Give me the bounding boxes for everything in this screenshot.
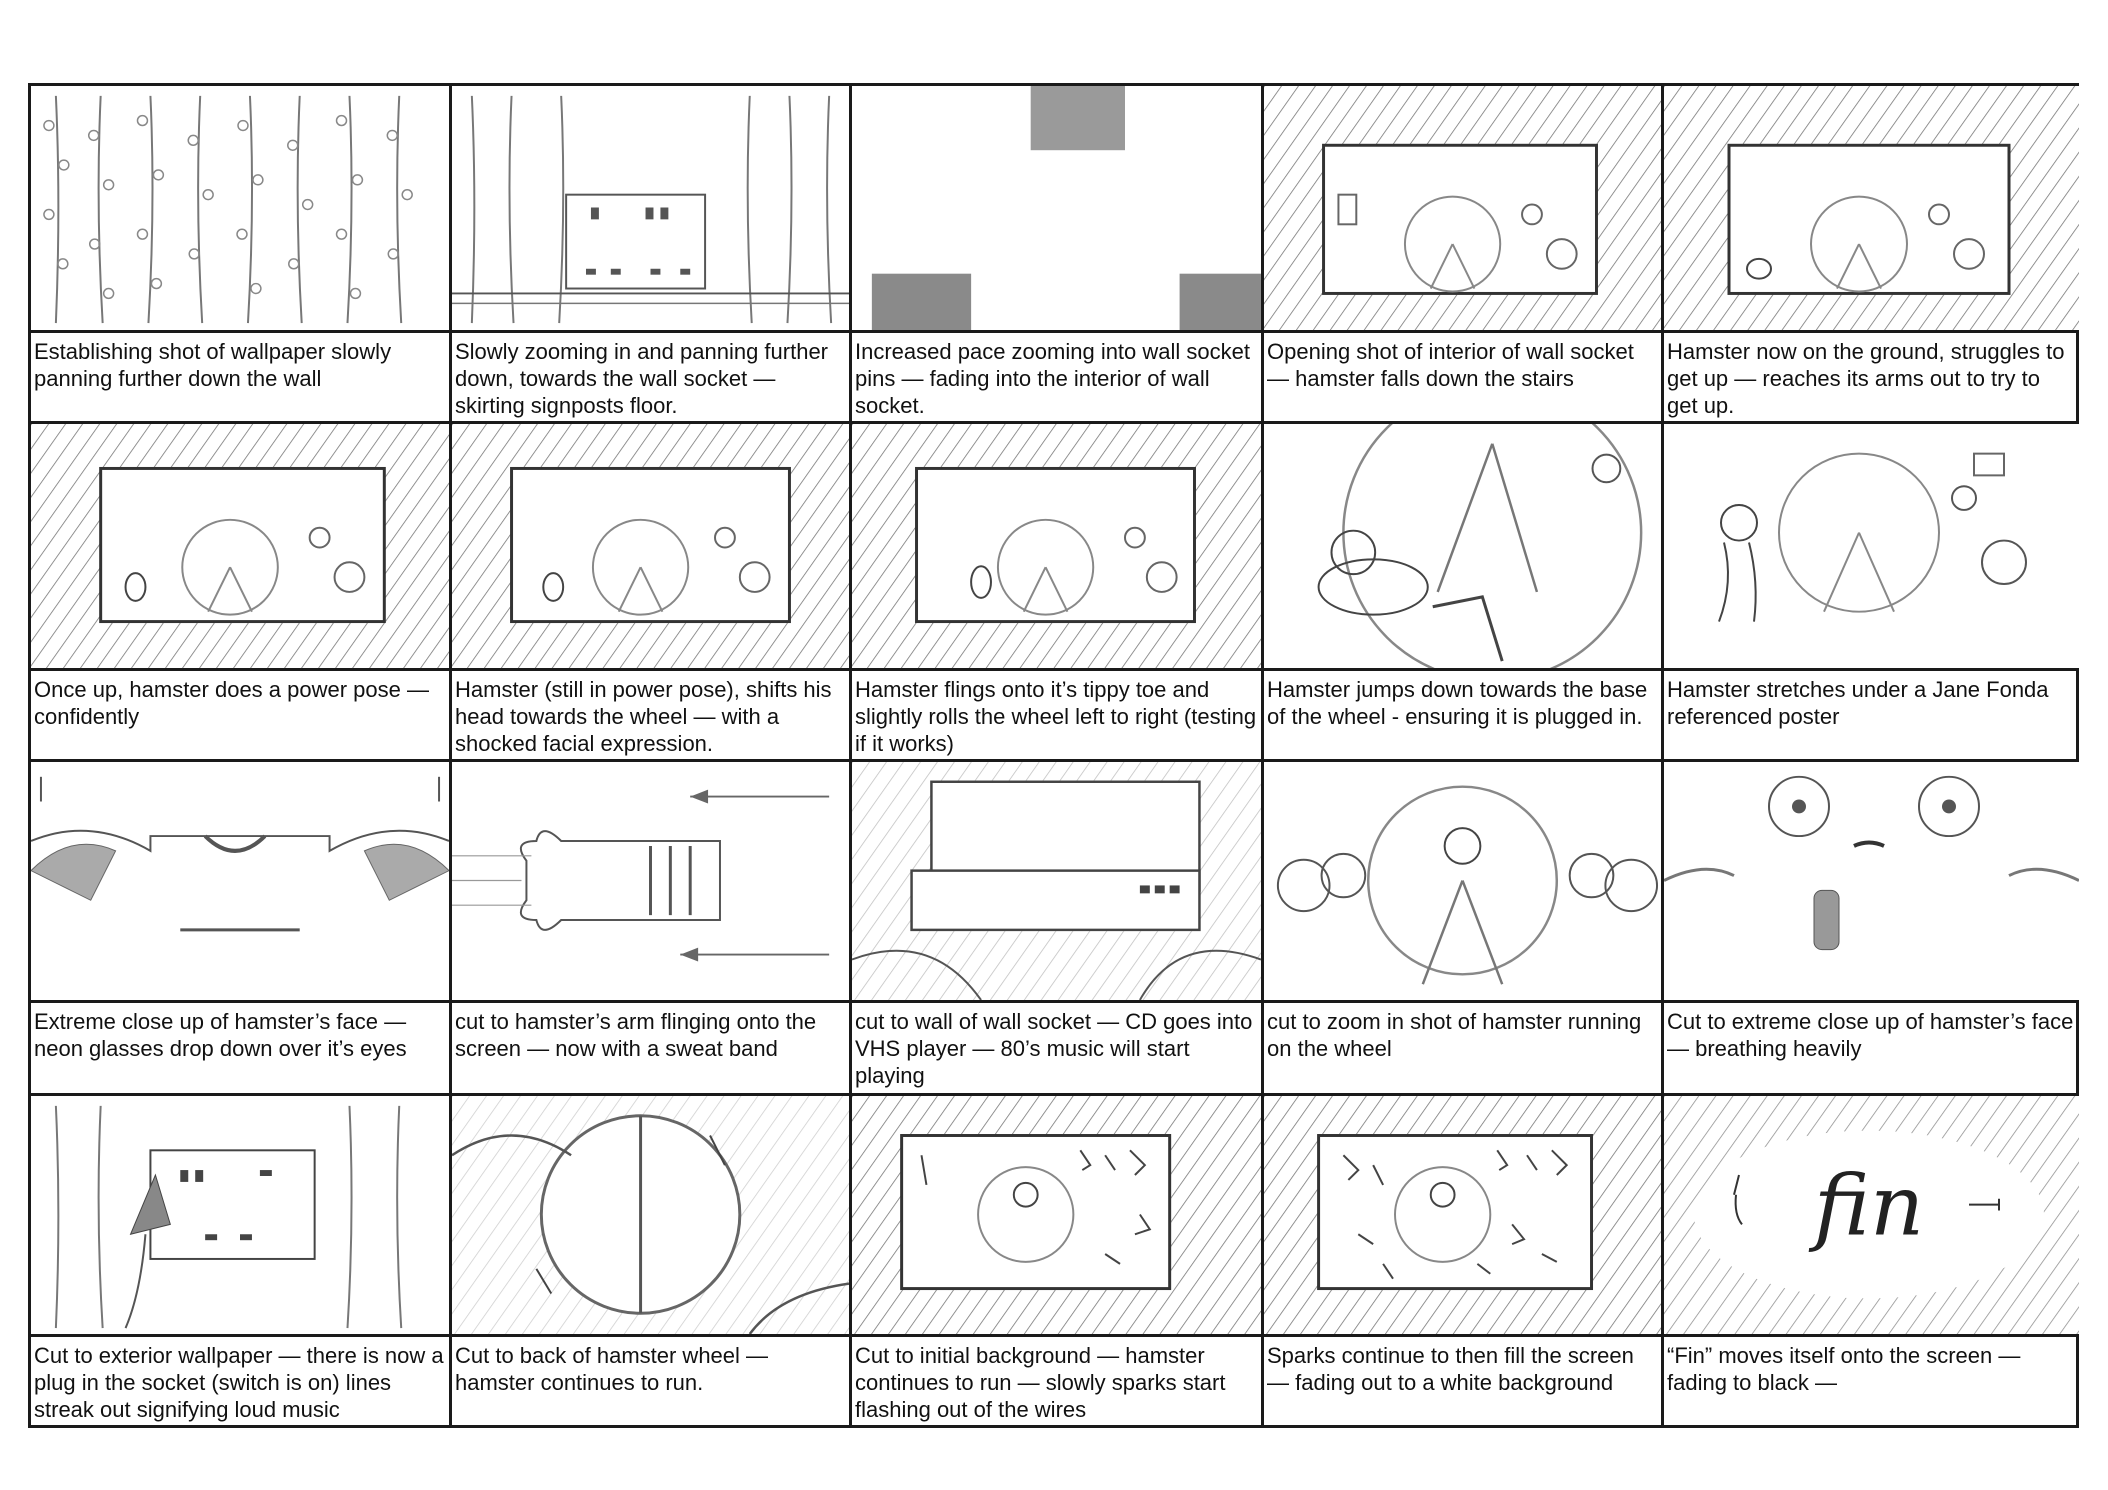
panel-12-sketch — [452, 762, 849, 1003]
panel-9-sketch — [1264, 424, 1661, 671]
panel-19-caption: Sparks continue to then fill the screen … — [1267, 1343, 1634, 1395]
panel-15-sketch — [1664, 762, 2079, 1003]
panel-4-sketch — [1264, 86, 1661, 333]
panel-19-sketch — [1264, 1096, 1661, 1337]
fin-title: fin — [1808, 1158, 1924, 1254]
panel-9-caption: Hamster jumps down towards the base of t… — [1267, 677, 1648, 729]
panel-17-caption: Cut to back of hamster wheel — hamster c… — [455, 1343, 769, 1395]
panel-16-caption: Cut to exterior wallpaper — there is now… — [34, 1343, 444, 1422]
panel-16: Cut to exterior wallpaper — there is now… — [31, 1096, 452, 1428]
panel-20-sketch: fin — [1664, 1096, 2079, 1337]
panel-8: Hamster flings onto it’s tippy toe and s… — [852, 424, 1264, 762]
panel-2-sketch — [452, 86, 849, 333]
panel-7: Hamster (still in power pose), shifts hi… — [452, 424, 852, 762]
panel-18: Cut to initial background — hamster cont… — [852, 1096, 1264, 1428]
panel-7-caption: Hamster (still in power pose), shifts hi… — [455, 677, 832, 756]
panel-12-caption: cut to hamster’s arm flinging onto the s… — [455, 1009, 817, 1061]
panel-3-sketch — [852, 86, 1261, 333]
panel-10-sketch — [1664, 424, 2079, 671]
panel-14-sketch — [1264, 762, 1661, 1003]
panel-15-caption: Cut to extreme close up of hamster’s fac… — [1667, 1009, 2074, 1061]
panel-15: Cut to extreme close up of hamster’s fac… — [1664, 762, 2079, 1096]
panel-11-sketch — [31, 762, 449, 1003]
panel-5: Hamster now on the ground, struggles to … — [1664, 86, 2079, 424]
panel-19: Sparks continue to then fill the screen … — [1264, 1096, 1664, 1428]
panel-20-caption: “Fin” moves itself onto the screen — fad… — [1667, 1343, 2021, 1395]
panel-4-caption: Opening shot of interior of wall socket … — [1267, 339, 1634, 391]
panel-1: Establishing shot of wallpaper slowly pa… — [31, 86, 452, 424]
panel-6-caption: Once up, hamster does a power pose — con… — [34, 677, 429, 729]
panel-11-caption: Extreme close up of hamster’s face — neo… — [34, 1009, 407, 1061]
panel-16-sketch — [31, 1096, 449, 1337]
panel-2: Slowly zooming in and panning further do… — [452, 86, 852, 424]
panel-3: Increased pace zooming into wall socket … — [852, 86, 1264, 424]
panel-14: cut to zoom in shot of hamster running o… — [1264, 762, 1664, 1096]
panel-9: Hamster jumps down towards the base of t… — [1264, 424, 1664, 762]
panel-6-sketch — [31, 424, 449, 671]
panel-13-caption: cut to wall of wall socket — CD goes int… — [855, 1009, 1253, 1088]
panel-12: cut to hamster’s arm flinging onto the s… — [452, 762, 852, 1096]
storyboard-row-1: Establishing shot of wallpaper slowly pa… — [31, 86, 2079, 424]
storyboard-row-2: Once up, hamster does a power pose — con… — [31, 424, 2079, 762]
storyboard-row-4: Cut to exterior wallpaper — there is now… — [31, 1096, 2079, 1428]
panel-13-sketch — [852, 762, 1261, 1003]
panel-17-sketch — [452, 1096, 849, 1337]
panel-2-caption: Slowly zooming in and panning further do… — [455, 339, 829, 418]
panel-3-caption: Increased pace zooming into wall socket … — [855, 339, 1250, 418]
panel-10-caption: Hamster stretches under a Jane Fonda ref… — [1667, 677, 2049, 729]
panel-8-caption: Hamster flings onto it’s tippy toe and s… — [855, 677, 1257, 756]
panel-20: fin “Fin” moves itself onto the screen —… — [1664, 1096, 2079, 1428]
panel-14-caption: cut to zoom in shot of hamster running o… — [1267, 1009, 1642, 1061]
panel-18-caption: Cut to initial background — hamster cont… — [855, 1343, 1226, 1422]
panel-1-sketch — [31, 86, 449, 333]
panel-8-sketch — [852, 424, 1261, 671]
panel-18-sketch — [852, 1096, 1261, 1337]
panel-4: Opening shot of interior of wall socket … — [1264, 86, 1664, 424]
panel-1-caption: Establishing shot of wallpaper slowly pa… — [34, 339, 392, 391]
storyboard-row-3: Extreme close up of hamster’s face — neo… — [31, 762, 2079, 1096]
panel-5-caption: Hamster now on the ground, struggles to … — [1667, 339, 2065, 418]
panel-10: Hamster stretches under a Jane Fonda ref… — [1664, 424, 2079, 762]
panel-7-sketch — [452, 424, 849, 671]
panel-13: cut to wall of wall socket — CD goes int… — [852, 762, 1264, 1096]
storyboard-grid: Establishing shot of wallpaper slowly pa… — [28, 83, 2079, 1428]
panel-11: Extreme close up of hamster’s face — neo… — [31, 762, 452, 1096]
panel-5-sketch — [1664, 86, 2079, 333]
panel-6: Once up, hamster does a power pose — con… — [31, 424, 452, 762]
panel-17: Cut to back of hamster wheel — hamster c… — [452, 1096, 852, 1428]
